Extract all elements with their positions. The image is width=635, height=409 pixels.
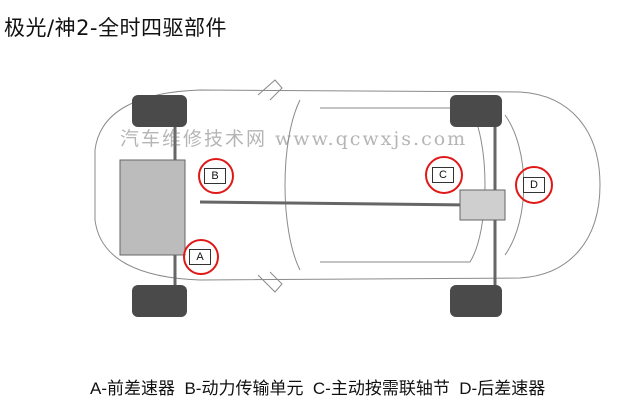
marker-ring-d bbox=[515, 166, 553, 204]
marker-label-c: C bbox=[432, 167, 454, 183]
wheels bbox=[132, 95, 502, 317]
marker-ring-b bbox=[198, 158, 234, 194]
marker-label-b: B bbox=[204, 168, 226, 184]
windshield-outline bbox=[284, 99, 301, 271]
mirror-bottom bbox=[257, 271, 283, 293]
wheel-rear-left bbox=[450, 95, 502, 127]
engine-block bbox=[119, 159, 186, 256]
rear-drive-unit bbox=[459, 189, 506, 221]
wheel-front-left bbox=[132, 95, 187, 127]
marker-label-a: A bbox=[189, 249, 211, 265]
wheel-front-right bbox=[132, 285, 187, 317]
watermark: 汽车维修技术网 www.qcwxjs.com bbox=[120, 128, 468, 150]
mirror-top bbox=[257, 79, 283, 101]
marker-label-d: D bbox=[523, 177, 545, 193]
page-title: 极光/神2-全时四驱部件 bbox=[4, 16, 228, 40]
wheel-rear-right bbox=[450, 285, 502, 317]
legend-caption: A-前差速器 B-动力传输单元 C-主动按需联轴节 D-后差速器 bbox=[90, 379, 546, 398]
marker-ring-a bbox=[183, 239, 219, 275]
marker-ring-c bbox=[425, 156, 463, 194]
propeller-shaft bbox=[199, 200, 471, 207]
